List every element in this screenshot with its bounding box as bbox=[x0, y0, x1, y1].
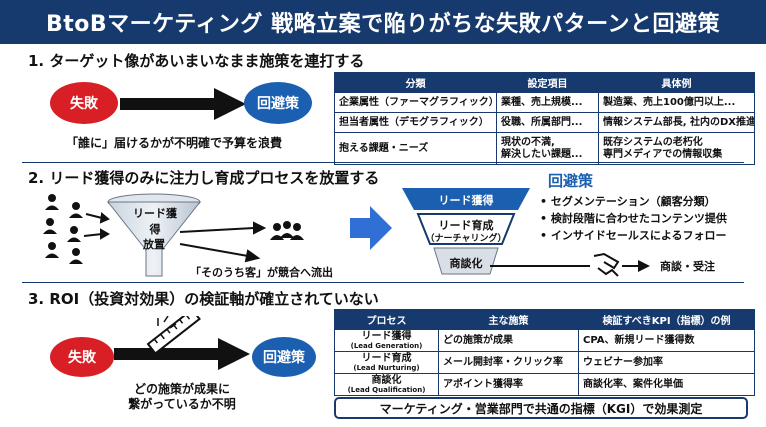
section3-caption-line1: どの施策が成果に bbox=[133, 382, 230, 396]
kpi-col-header: 主な施策 bbox=[438, 309, 579, 330]
funnel-icon bbox=[106, 193, 202, 277]
leak-caption: 「そのうち客」が競合へ流出 bbox=[190, 266, 333, 279]
target-col-header: 具体例 bbox=[598, 72, 755, 93]
kgi-banner: マーケティング・営業部門で共通の指標（KGI）で効果測定 bbox=[334, 397, 748, 419]
table-cell: 業種、売上規模... bbox=[496, 92, 599, 113]
avoid-badge-3: 回避策 bbox=[252, 337, 316, 377]
avoid-bullet: • 検討段階に合わせたコンテンツ提供 bbox=[540, 212, 727, 225]
process-name: 商談化 bbox=[371, 375, 402, 386]
table-row: 抱える課題・ニーズ 現状の不満, 解決したい課題... 既存システムの老朽化 専… bbox=[334, 132, 755, 165]
table-row: リード育成(Lead Nurturing) メール開封率・クリック率 ウェビナー… bbox=[334, 351, 755, 374]
table-cell: 現状の不満, 解決したい課題... bbox=[496, 132, 599, 165]
table-cell: 製造業、売上100億円以上... bbox=[598, 92, 755, 113]
stage3-label: 商談化 bbox=[449, 257, 483, 270]
table-row: リード獲得(Lead Generation) どの施策が成果 CPA、新規リード… bbox=[334, 329, 755, 352]
section1-heading: 1. ターゲット像があいまいなまま施策を連打する bbox=[28, 52, 365, 70]
avoid-bullet: • セグメンテーション（顧客分類） bbox=[540, 195, 716, 208]
stage1-label: リード獲得 bbox=[438, 194, 494, 207]
conversion-arrow-icon bbox=[490, 252, 650, 277]
result-label: 商談・受注 bbox=[660, 260, 715, 273]
process-name: リード獲得 bbox=[361, 331, 412, 342]
process-en: (Lead Generation) bbox=[350, 342, 423, 350]
leak-arrows-icon bbox=[179, 221, 267, 263]
table-row: 担当者属性（デモグラフィック） 役職、所属部門... 情報システム部長, 社内の… bbox=[334, 112, 755, 133]
kpi-col-header: 検証すべきKPI（指標）の例 bbox=[578, 309, 755, 330]
avoid-title: 回避策 bbox=[548, 172, 594, 190]
process-cell: 商談化(Lead Qualification) bbox=[334, 373, 439, 396]
table-row: 商談化(Lead Qualification) アポイント獲得率 商談化率、案件… bbox=[334, 373, 755, 396]
table-cell: 役職、所属部門... bbox=[496, 112, 599, 133]
kpi-cell: CPA、新規リード獲得数 bbox=[578, 329, 755, 352]
section-divider bbox=[22, 282, 744, 283]
table-cell: 情報システム部長, 社内のDX推進... bbox=[598, 112, 755, 133]
target-table: 分類 設定項目 具体例 企業属性（ファーマグラフィック） 業種、売上規模... … bbox=[334, 72, 755, 165]
process-en: (Lead Qualification) bbox=[347, 386, 426, 394]
table-cell: 担当者属性（デモグラフィック） bbox=[334, 112, 497, 133]
handshake-icon bbox=[593, 252, 620, 277]
avoid-badge-1: 回避策 bbox=[244, 82, 312, 124]
section1-caption: 「誰に」届けるかが不明確で予算を浪費 bbox=[66, 136, 283, 150]
measure-cell: アポイント獲得率 bbox=[438, 373, 579, 396]
table-cell: 抱える課題・ニーズ bbox=[334, 132, 497, 165]
process-name: リード育成 bbox=[361, 353, 412, 364]
group-icon bbox=[270, 221, 304, 240]
process-cell: リード獲得(Lead Generation) bbox=[334, 329, 439, 352]
target-col-header: 分類 bbox=[334, 72, 497, 93]
process-en: (Lead Nurturing) bbox=[353, 364, 420, 372]
kpi-cell: 商談化率、案件化単価 bbox=[578, 373, 755, 396]
page-title: BtoBマーケティング 戦略立案で陥りがちな失敗パターンと回避策 bbox=[0, 0, 766, 44]
nurture-funnel-icon bbox=[402, 188, 530, 275]
ruler-icon bbox=[114, 316, 250, 370]
table-row: 企業属性（ファーマグラフィック） 業種、売上規模... 製造業、売上100億円以… bbox=[334, 92, 755, 113]
arrow-icon bbox=[120, 88, 246, 120]
section3-heading: 3. ROI（投資対効果）の検証軸が確立されていない bbox=[28, 290, 379, 308]
funnel-top-label: リード獲得 bbox=[133, 207, 177, 236]
table-cell: 既存システムの老朽化 専門メディアでの情報収集 bbox=[598, 132, 755, 165]
kpi-table: プロセス 主な施策 検証すべきKPI（指標）の例 リード獲得(Lead Gene… bbox=[334, 309, 755, 396]
funnel-middle-label: 放置 bbox=[143, 238, 165, 251]
kpi-col-header: プロセス bbox=[334, 309, 439, 330]
stage2-label: リード育成 bbox=[438, 219, 494, 232]
target-col-header: 設定項目 bbox=[496, 72, 599, 93]
people-crowd-icon bbox=[43, 194, 110, 264]
fail-badge-1: 失敗 bbox=[50, 82, 118, 124]
process-cell: リード育成(Lead Nurturing) bbox=[334, 351, 439, 374]
stage2-sub-label: （ナーチャリング） bbox=[425, 234, 507, 244]
fail-badge-3: 失敗 bbox=[50, 337, 114, 377]
avoid-bullet: • インサイドセールスによるフォロー bbox=[540, 229, 727, 242]
measure-cell: どの施策が成果 bbox=[438, 329, 579, 352]
measure-cell: メール開封率・クリック率 bbox=[438, 351, 579, 374]
kpi-cell: ウェビナー参加率 bbox=[578, 351, 755, 374]
arrow-icon bbox=[350, 206, 392, 250]
section-divider bbox=[22, 162, 744, 163]
section3-caption-line2: 繋がっているか不明 bbox=[128, 397, 236, 411]
section2-heading: 2. リード獲得のみに注力し育成プロセスを放置する bbox=[28, 169, 380, 187]
table-cell: 企業属性（ファーマグラフィック） bbox=[334, 92, 497, 113]
